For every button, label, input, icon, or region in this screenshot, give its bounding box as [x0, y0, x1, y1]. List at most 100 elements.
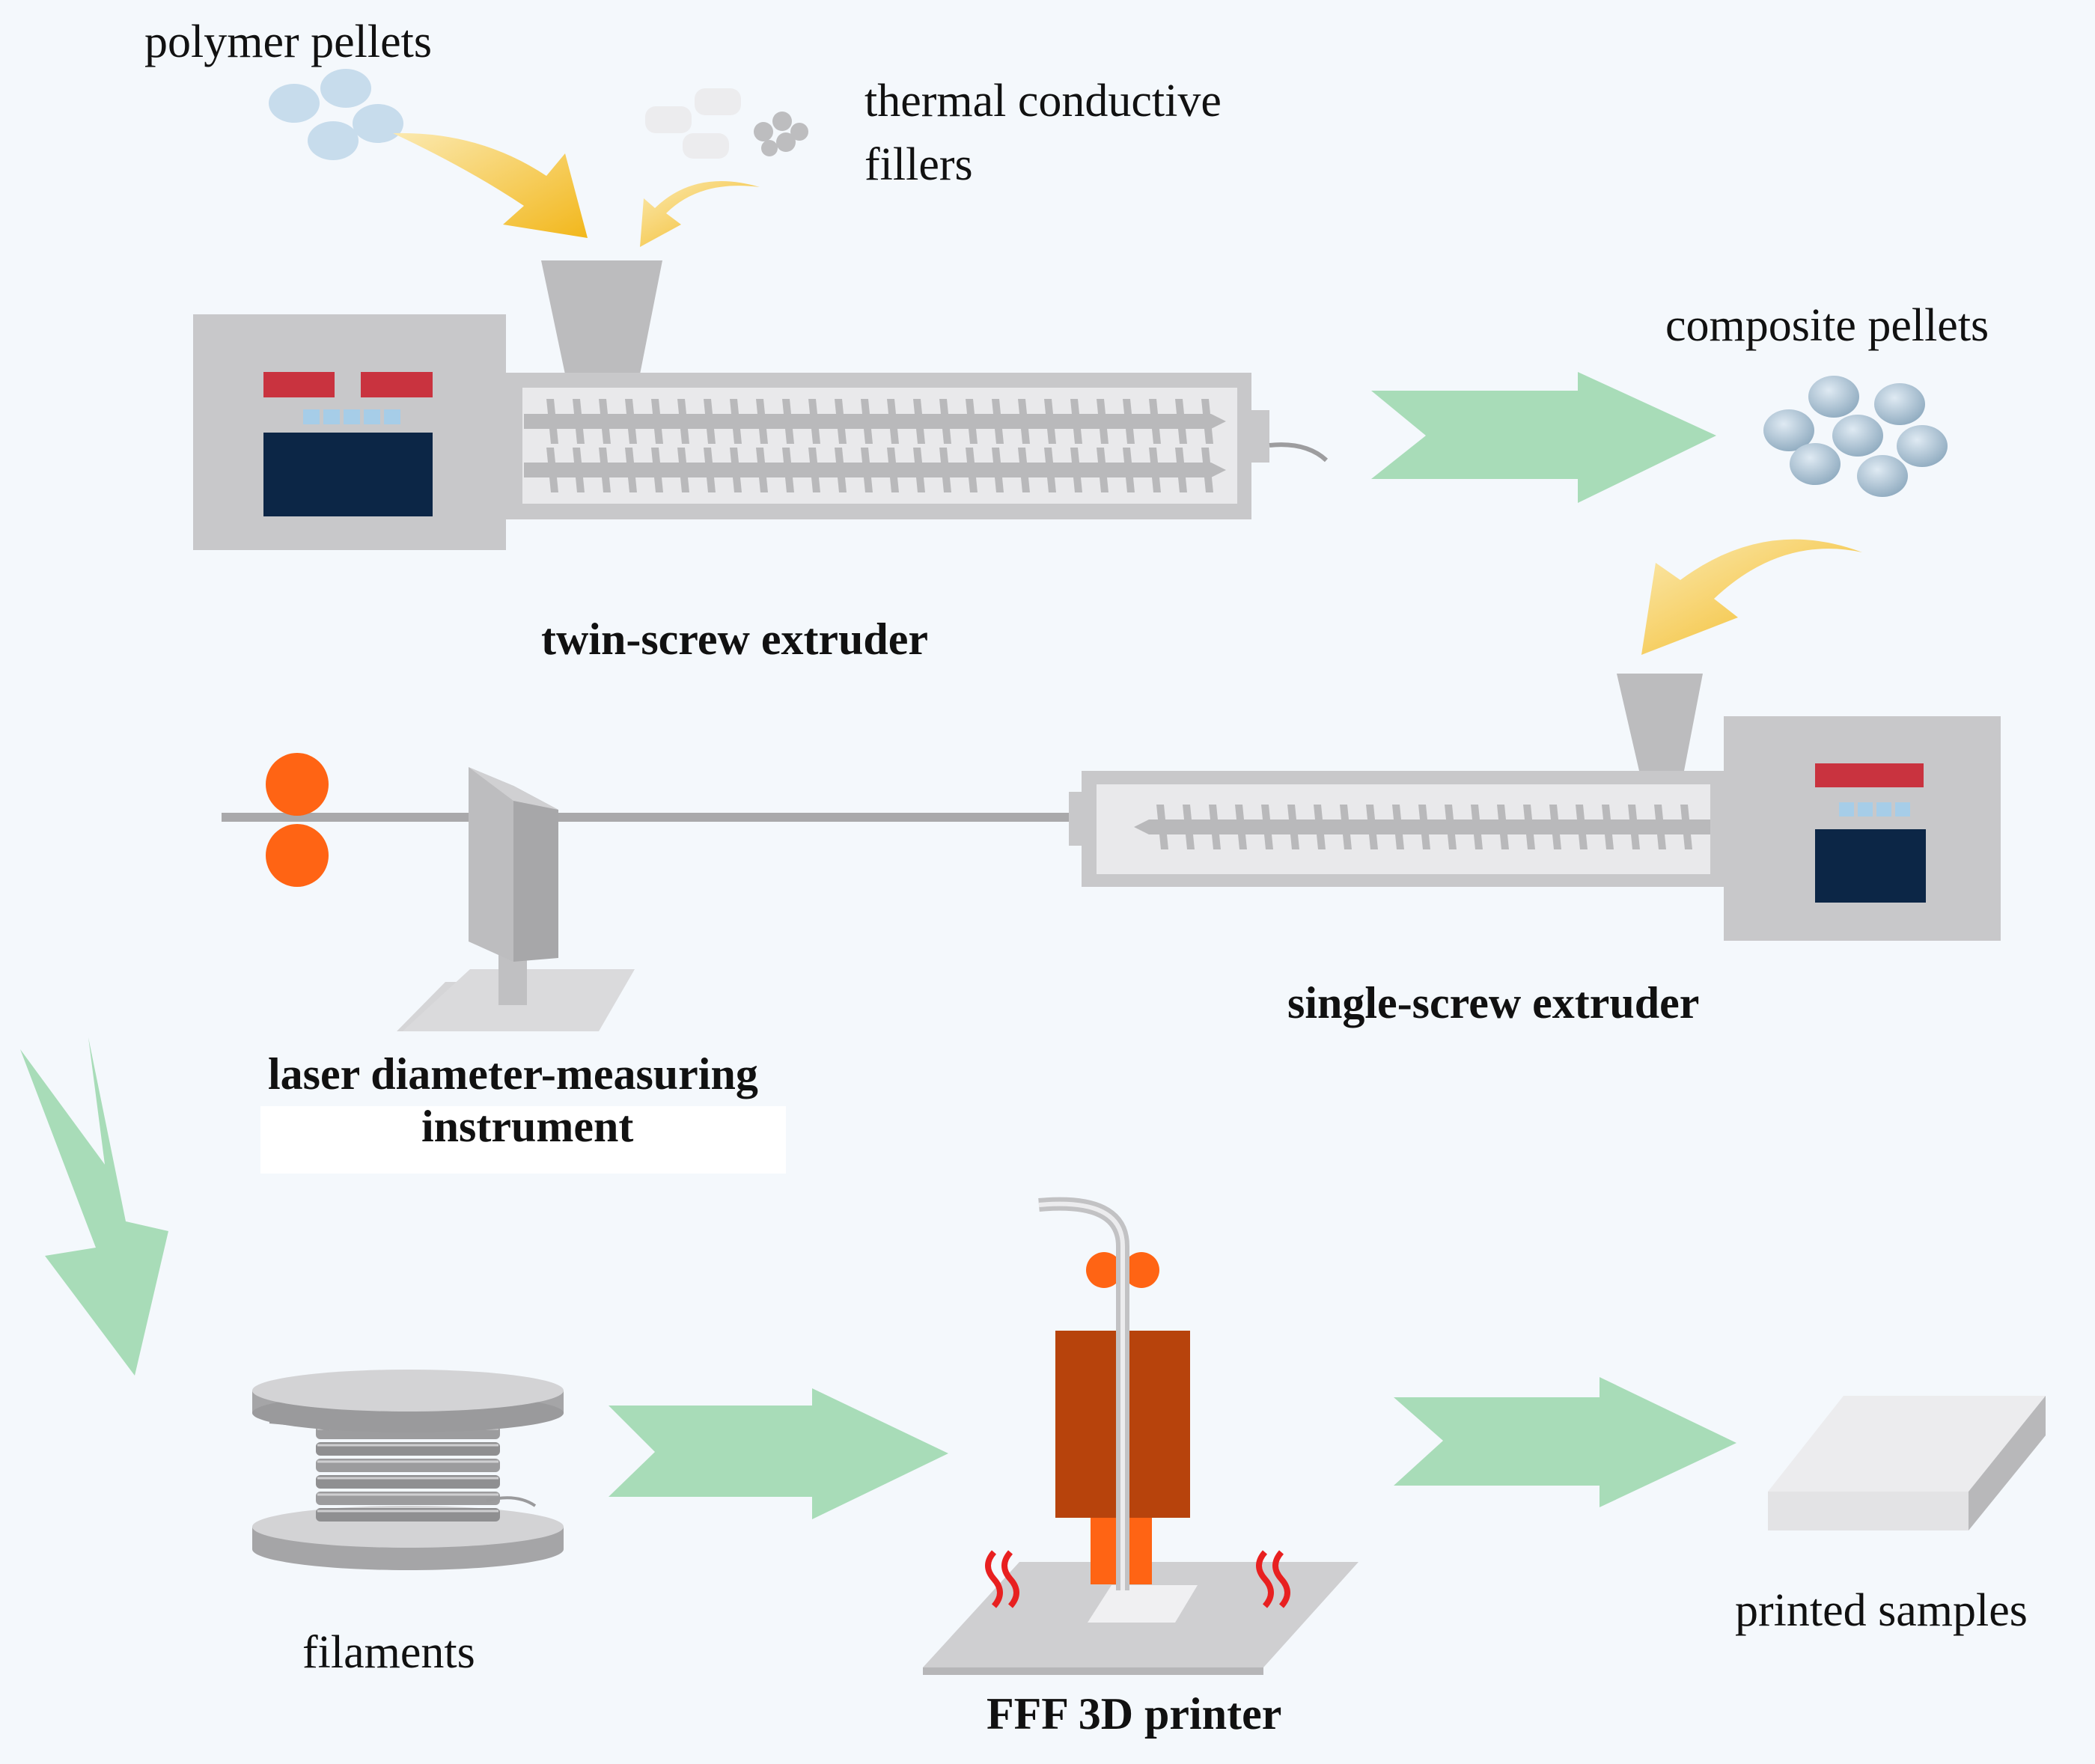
flow-arrow-to-samples [1394, 1377, 1736, 1507]
screw-flight [756, 399, 768, 444]
screw-flight [1123, 399, 1135, 444]
screw-flight [1175, 399, 1187, 444]
twin-panel-screen [263, 433, 433, 516]
twin-panel-red-right [361, 372, 433, 397]
screw-flight [966, 399, 978, 444]
screw-flight [704, 448, 716, 492]
screw-flight [730, 399, 742, 444]
single-screw-hopper [1617, 674, 1703, 771]
screw-flight [1201, 399, 1213, 444]
screw-flight [1018, 448, 1030, 492]
screw-flight [599, 448, 611, 492]
single-screw [1134, 805, 1710, 849]
thermal-fillers [645, 88, 808, 159]
screw-flight [1149, 448, 1161, 492]
printed-samples-label: printed samples [1735, 1585, 2028, 1636]
single-panel-red [1815, 763, 1924, 787]
screw-flight [625, 399, 637, 444]
screw-flight [1070, 399, 1082, 444]
screw-flight [599, 399, 611, 444]
screw-flight [730, 448, 742, 492]
twin-screw-extruder [193, 260, 1329, 550]
screw-flight [546, 448, 558, 492]
feed-roller-right [1123, 1252, 1159, 1288]
screw-flight [1235, 805, 1247, 849]
screw-flight [573, 399, 585, 444]
screw-flight [887, 448, 899, 492]
screw-flight [1654, 805, 1666, 849]
laser-instrument-label-line1: laser diameter-measuring [268, 1049, 758, 1099]
screw-flight [1418, 805, 1430, 849]
screw-flight [887, 399, 899, 444]
feed-roller-left [1086, 1252, 1122, 1288]
feed-arrow-composite [1641, 539, 1862, 655]
screw-flight [913, 448, 925, 492]
screw-flight [861, 399, 873, 444]
feed-arrow-polymer [393, 132, 588, 238]
screw-flight [1123, 448, 1135, 492]
thermal-fillers-label-line2: fillers [864, 139, 973, 190]
screw-flight [1156, 805, 1168, 849]
heat-wave-left-2 [1001, 1550, 1019, 1608]
flow-arrow-to-composite-pellets [1371, 372, 1716, 503]
laser-instrument-label-line2: instrument [421, 1102, 633, 1151]
screw-flight [808, 448, 820, 492]
screw-flight [1471, 805, 1483, 849]
polymer-pellets-label: polymer pellets [144, 16, 432, 67]
screw-flight [625, 448, 637, 492]
twin-screw-extruder-label: twin-screw extruder [541, 614, 928, 664]
printed-sample-block [1768, 1396, 2046, 1530]
filament-spool [252, 1370, 564, 1570]
screw-flight [704, 399, 716, 444]
screw-flight [651, 399, 663, 444]
screw-flight [546, 399, 558, 444]
screw-flight [1097, 399, 1109, 444]
screw-flight [1445, 805, 1457, 849]
screw-flight [992, 399, 1004, 444]
twin-screw-die [1251, 410, 1269, 463]
screw-flight [1175, 448, 1187, 492]
screw-flight [1392, 805, 1404, 849]
screw-flight [1523, 805, 1535, 849]
screw-flight [966, 448, 978, 492]
twin-screw-hopper [541, 260, 662, 374]
twin-panel-red-left [263, 372, 335, 397]
screw-flight [939, 399, 951, 444]
heat-wave-right-2 [1272, 1550, 1290, 1608]
laser-diameter-measuring-instrument [397, 767, 635, 1031]
screw-flight [573, 448, 585, 492]
screw-flight [1183, 805, 1195, 849]
flow-arrow-down [20, 1037, 168, 1376]
heat-wave-left-1 [985, 1550, 1003, 1608]
screw-flight [1261, 805, 1273, 849]
single-screw-die [1069, 792, 1085, 846]
composite-pellets-label: composite pellets [1665, 300, 1989, 351]
screw-flight [1044, 399, 1056, 444]
screw-flight [1340, 805, 1352, 849]
twin-screw-lower [524, 448, 1226, 492]
screw-flight [1602, 805, 1614, 849]
screw-flight [1149, 399, 1161, 444]
screw-flight [1097, 448, 1109, 492]
screw-flight [939, 448, 951, 492]
screw-flight [677, 399, 689, 444]
extruded-filament-line [222, 813, 1069, 822]
composite-pellets [1763, 376, 1948, 497]
screw-flight [1549, 805, 1561, 849]
screw-flight [861, 448, 873, 492]
screw-flight [1576, 805, 1588, 849]
single-screw-extruder [1069, 674, 2001, 941]
polymer-pellets [269, 69, 403, 160]
screw-flight [756, 448, 768, 492]
fff-3d-printer [923, 1197, 1358, 1675]
screw-flight [677, 448, 689, 492]
single-screw-control-box [1724, 716, 2001, 941]
screw-flight [1209, 805, 1221, 849]
twin-screw-upper [524, 399, 1226, 444]
screw-flight [808, 399, 820, 444]
fff-3d-printer-label: FFF 3D printer [986, 1689, 1281, 1739]
twin-screw-outlet-strand [1269, 442, 1329, 463]
twin-panel-indicators [303, 409, 400, 424]
single-screw-extruder-label: single-screw extruder [1287, 978, 1699, 1028]
